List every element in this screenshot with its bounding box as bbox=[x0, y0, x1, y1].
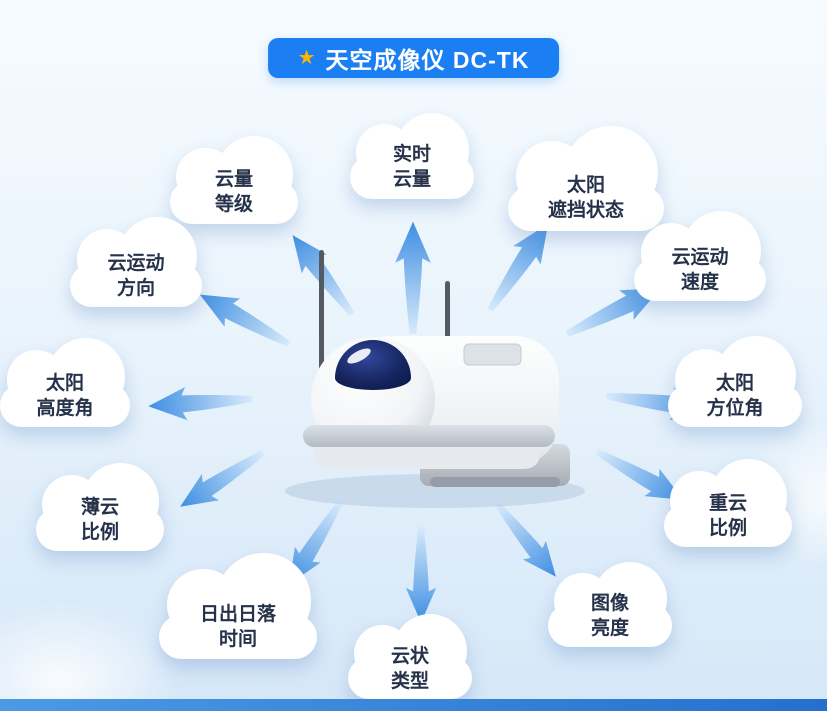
cloud-shape bbox=[634, 210, 766, 302]
feature-label: 太阳 方位角 bbox=[706, 361, 763, 421]
feature-line: 云量 bbox=[392, 169, 431, 190]
feature-cloud-sun-elevation-angle: 太阳 高度角 bbox=[0, 338, 134, 434]
feature-label: 薄云 比例 bbox=[81, 485, 119, 545]
feature-line: 类型 bbox=[390, 671, 429, 692]
feature-label: 日出日落 时间 bbox=[200, 592, 276, 652]
page-title: 天空成像仪 DC-TK bbox=[325, 47, 530, 73]
device-base-foot bbox=[430, 477, 560, 487]
feature-line: 太阳 bbox=[45, 372, 84, 394]
feature-cloud-sun-occlusion-status: 太阳 遮挡状态 bbox=[503, 125, 669, 238]
feature-line: 亮度 bbox=[590, 618, 629, 639]
feature-cloud-realtime-cloud-amount: 实时 云量 bbox=[346, 113, 478, 206]
feature-line: 时间 bbox=[218, 629, 257, 650]
cloud-shape bbox=[0, 338, 130, 428]
feature-cloud-sunrise-sunset-time: 日出日落 时间 bbox=[154, 552, 322, 666]
feature-line: 速度 bbox=[680, 272, 719, 293]
feature-label: 太阳 高度角 bbox=[36, 361, 93, 421]
device-dome-lens bbox=[335, 340, 411, 390]
bottom-accent-bar bbox=[0, 699, 827, 711]
cloud-shape bbox=[36, 463, 164, 552]
feature-cloud-image-brightness: 图像 亮度 bbox=[544, 561, 676, 654]
feature-line: 云量 bbox=[214, 168, 253, 190]
feature-label: 重云 比例 bbox=[709, 481, 747, 541]
feature-line: 等级 bbox=[214, 194, 253, 215]
feature-line: 实时 bbox=[392, 143, 431, 165]
antenna-left bbox=[319, 250, 324, 398]
cloud-shape bbox=[507, 125, 665, 231]
cloud-shape bbox=[349, 113, 475, 199]
dome-highlight bbox=[347, 348, 371, 364]
device-panel bbox=[463, 343, 522, 366]
feature-cloud-thin-cloud-ratio: 薄云 比例 bbox=[32, 463, 168, 558]
title-badge: ★ 天空成像仪 DC-TK bbox=[267, 38, 560, 78]
feature-cloud-cloud-motion-speed: 云运动 速度 bbox=[630, 210, 770, 308]
feature-line: 比例 bbox=[708, 518, 747, 539]
feature-line: 遮挡状态 bbox=[547, 200, 624, 221]
feature-line: 太阳 bbox=[566, 174, 605, 196]
cloud-shape bbox=[170, 135, 298, 224]
cloud-shape bbox=[668, 335, 802, 428]
feature-line: 云运动 bbox=[107, 252, 165, 274]
device-skirt bbox=[314, 447, 540, 469]
feature-line: 高度角 bbox=[36, 398, 94, 419]
feature-cloud-sun-azimuth-angle: 太阳 方位角 bbox=[664, 335, 806, 434]
feature-label: 太阳 遮挡状态 bbox=[548, 163, 624, 223]
feature-cloud-heavy-cloud-ratio: 重云 比例 bbox=[660, 459, 796, 554]
feature-line: 方向 bbox=[116, 278, 155, 299]
cloud-shape bbox=[664, 459, 792, 548]
feature-line: 云运动 bbox=[671, 246, 729, 268]
feature-label: 云状 类型 bbox=[391, 634, 429, 694]
feature-line: 日出日落 bbox=[199, 603, 276, 625]
star-icon: ★ bbox=[297, 47, 316, 69]
feature-line: 太阳 bbox=[715, 372, 754, 394]
feature-line: 薄云 bbox=[80, 496, 119, 518]
feature-line: 重云 bbox=[708, 492, 747, 514]
feature-line: 比例 bbox=[80, 522, 119, 543]
cloud-shape bbox=[347, 613, 473, 700]
feature-line: 云状 bbox=[390, 645, 429, 667]
feature-label: 云运动 方向 bbox=[107, 241, 164, 301]
cloud-shape bbox=[70, 216, 202, 308]
feature-cloud-cloud-type: 云状 类型 bbox=[344, 613, 476, 706]
feature-cloud-cloud-amount-level: 云量 等级 bbox=[166, 135, 302, 231]
feature-label: 云量 等级 bbox=[215, 157, 253, 217]
cloud-shape bbox=[547, 561, 673, 648]
feature-cloud-cloud-motion-direction: 云运动 方向 bbox=[66, 216, 206, 314]
feature-line: 方位角 bbox=[706, 398, 764, 419]
cloud-shape bbox=[159, 552, 317, 659]
device-band bbox=[303, 425, 555, 447]
feature-label: 实时 云量 bbox=[393, 132, 431, 192]
feature-label: 图像 亮度 bbox=[591, 581, 629, 641]
feature-line: 图像 bbox=[590, 592, 629, 614]
feature-label: 云运动 速度 bbox=[671, 235, 728, 295]
